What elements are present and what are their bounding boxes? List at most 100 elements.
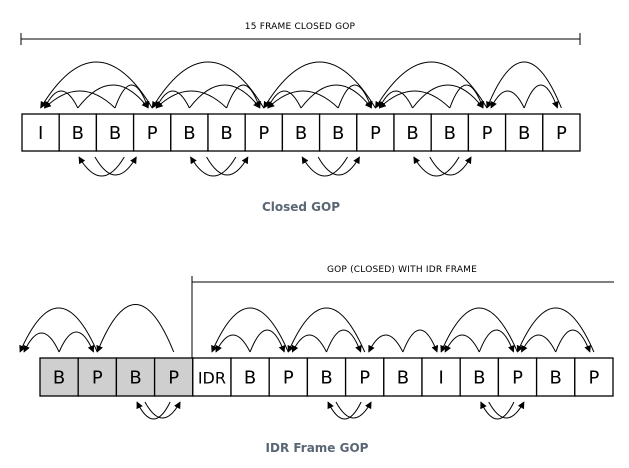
top-ref-arrow-14 xyxy=(267,90,339,109)
bottom-ref-arrow-1 xyxy=(19,307,98,353)
bottom-ref-arrow-7 xyxy=(249,329,286,353)
bottom-frame-9-label: P xyxy=(359,368,370,389)
top-frame-10-box xyxy=(356,113,395,152)
top-frame-5-label: B xyxy=(183,123,195,144)
top-frame-11-box xyxy=(393,113,432,152)
bottom-span-label: GOP (CLOSED) WITH IDR FRAME xyxy=(327,265,477,275)
top-ref-arrow-21 xyxy=(486,61,562,109)
top-caption: Closed GOP xyxy=(262,200,340,214)
top-frame-12-box xyxy=(430,113,470,152)
top-frame-7-label: P xyxy=(258,123,269,144)
top-ref-arrow-6 xyxy=(151,61,265,109)
bottom-frame-7-label: P xyxy=(283,368,294,389)
bottom-frame-15-label: P xyxy=(588,368,599,389)
bottom-frame-2-label: P xyxy=(92,368,103,389)
bottom-frame-7-box xyxy=(268,357,309,397)
top-frame-2-box xyxy=(58,113,98,152)
bottom-ref-arrow-11 xyxy=(368,334,404,353)
bottom-ref-arrow-21 xyxy=(327,401,362,420)
top-frame-14-box xyxy=(504,113,544,152)
top-frame-14-label: B xyxy=(518,123,530,144)
top-ref-arrow-19 xyxy=(378,90,451,109)
top-ref-arrow-23 xyxy=(523,84,559,109)
bottom-ref-arrow-2 xyxy=(23,332,60,353)
bottom-ref-arrow-5 xyxy=(211,307,289,353)
top-frame-11-label: B xyxy=(406,123,418,144)
bottom-frame-12-box xyxy=(459,357,500,397)
bottom-ref-arrow-10 xyxy=(326,329,362,353)
top-ref-arrow-30 xyxy=(413,156,460,177)
top-frame-8-label: B xyxy=(295,123,307,144)
top-ref-arrow-5 xyxy=(114,84,150,109)
top-frame-15-label: P xyxy=(556,123,567,144)
bottom-ref-arrow-22 xyxy=(335,401,372,419)
bottom-frame-12-label: B xyxy=(473,368,485,389)
bottom-ref-arrow-9 xyxy=(291,334,327,353)
top-ref-arrow-11 xyxy=(263,61,376,109)
bottom-caption: IDR Frame GOP xyxy=(266,441,369,455)
top-frame-6-label: B xyxy=(220,123,232,144)
bottom-ref-arrow-8 xyxy=(287,307,366,353)
top-ref-arrow-26 xyxy=(190,156,237,177)
bottom-ref-arrow-14 xyxy=(444,334,480,353)
top-frame-8-box xyxy=(281,113,321,152)
top-ref-arrow-24 xyxy=(78,156,125,177)
top-frame-4-label: P xyxy=(147,123,158,144)
top-ref-arrow-4 xyxy=(44,90,116,109)
bottom-ref-arrow-13 xyxy=(440,307,518,353)
bottom-ref-arrow-20 xyxy=(144,401,181,419)
top-ref-arrow-31 xyxy=(429,156,472,176)
top-frame-10-label: P xyxy=(370,123,381,144)
bottom-frame-5-box xyxy=(192,357,232,397)
top-ref-arrow-22 xyxy=(490,90,525,109)
bottom-ref-arrow-4 xyxy=(96,304,175,353)
bottom-ref-arrow-12 xyxy=(402,329,439,353)
bottom-frame-3-label: B xyxy=(129,368,141,389)
top-frame-12-label: B xyxy=(444,123,456,144)
bottom-ref-arrow-19 xyxy=(136,401,171,420)
top-frame-9-box xyxy=(318,113,358,152)
bottom-ref-arrow-6 xyxy=(215,334,251,353)
top-ref-arrow-8 xyxy=(189,84,261,109)
top-ref-arrow-28 xyxy=(301,156,348,177)
top-frame-3-label: B xyxy=(109,123,121,144)
bottom-frame-6-box xyxy=(230,357,270,397)
bottom-ref-arrow-23 xyxy=(480,401,515,420)
bottom-ref-arrow-16 xyxy=(516,307,595,353)
top-ref-arrow-27 xyxy=(206,156,249,176)
top-frame-9-label: B xyxy=(332,123,344,144)
bottom-reference-arrows xyxy=(19,304,595,420)
bottom-frame-6-label: B xyxy=(244,368,256,389)
bottom-ref-arrow-18 xyxy=(555,329,591,353)
bottom-frame-13-label: P xyxy=(512,368,523,389)
bottom-frame-8-label: B xyxy=(320,368,332,389)
top-frame-1-box xyxy=(21,113,60,152)
top-frame-13-label: P xyxy=(482,123,493,144)
top-ref-arrow-25 xyxy=(94,156,137,176)
bottom-frame-14-label: B xyxy=(550,368,562,389)
top-span-label: 15 FRAME CLOSED GOP xyxy=(245,22,356,32)
top-reference-arrows xyxy=(40,61,562,177)
bottom-frame-10-label: B xyxy=(397,368,409,389)
top-frame-5-box xyxy=(170,113,209,152)
top-ref-arrow-15 xyxy=(337,84,373,109)
top-frame-15-box xyxy=(542,113,581,152)
top-frame-3-box xyxy=(95,113,135,152)
bottom-frame-15-box xyxy=(574,357,614,397)
top-ref-arrow-13 xyxy=(300,84,372,109)
bottom-ref-arrow-17 xyxy=(521,334,557,353)
bottom-frame-11-label: I xyxy=(438,368,443,389)
top-frame-1-label: I xyxy=(38,123,43,144)
bottom-ref-arrow-3 xyxy=(58,331,95,353)
top-ref-arrow-18 xyxy=(412,84,484,109)
bottom-ref-arrow-15 xyxy=(478,329,515,353)
bottom-frame-3-box xyxy=(115,357,156,397)
top-ref-arrow-1 xyxy=(40,61,153,109)
top-frame-6-box xyxy=(207,113,246,152)
top-frame-13-box xyxy=(467,113,507,152)
bottom-frame-9-box xyxy=(344,357,385,397)
bottom-span: GOP (CLOSED) WITH IDR FRAME xyxy=(191,265,614,360)
bottom-frame-5-label: IDR xyxy=(198,369,226,388)
